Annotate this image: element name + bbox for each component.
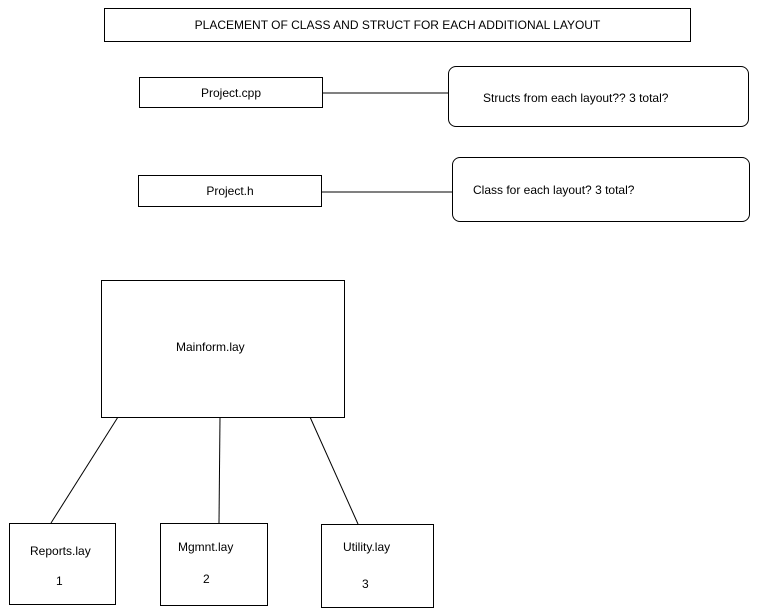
connector-main-to-reports	[50, 416, 119, 524]
layout-number-utility: 3	[362, 577, 369, 591]
layout-box-reports: Reports.lay 1	[9, 523, 116, 605]
connector-main-to-mgmnt	[218, 416, 221, 524]
diagram-title: PLACEMENT OF CLASS AND STRUCT FOR EACH A…	[194, 18, 601, 32]
main-form-box: Mainform.lay	[101, 280, 345, 418]
layout-name-utility: Utility.lay	[343, 540, 391, 554]
connector-main-to-utility	[309, 416, 359, 525]
layout-name-mgmnt: Mgmnt.lay	[178, 540, 234, 554]
file-box-cpp: Project.cpp	[139, 77, 323, 108]
note-box-h: Class for each layout? 3 total?	[452, 157, 750, 222]
layout-box-mgmnt: Mgmnt.lay 2	[160, 523, 268, 606]
main-form-label: Mainform.lay	[176, 340, 245, 354]
note-box-cpp: Structs from each layout?? 3 total?	[448, 66, 749, 127]
layout-number-reports: 1	[56, 574, 63, 588]
layout-box-utility: Utility.lay 3	[321, 524, 434, 608]
file-label-cpp: Project.cpp	[200, 85, 262, 100]
file-box-h: Project.h	[138, 175, 322, 207]
file-label-h: Project.h	[206, 184, 254, 198]
note-text-h: Class for each layout? 3 total?	[473, 183, 635, 197]
note-text-cpp: Structs from each layout?? 3 total?	[483, 91, 669, 105]
title-box: PLACEMENT OF CLASS AND STRUCT FOR EACH A…	[104, 8, 691, 42]
layout-number-mgmnt: 2	[203, 572, 210, 586]
layout-name-reports: Reports.lay	[30, 544, 91, 558]
